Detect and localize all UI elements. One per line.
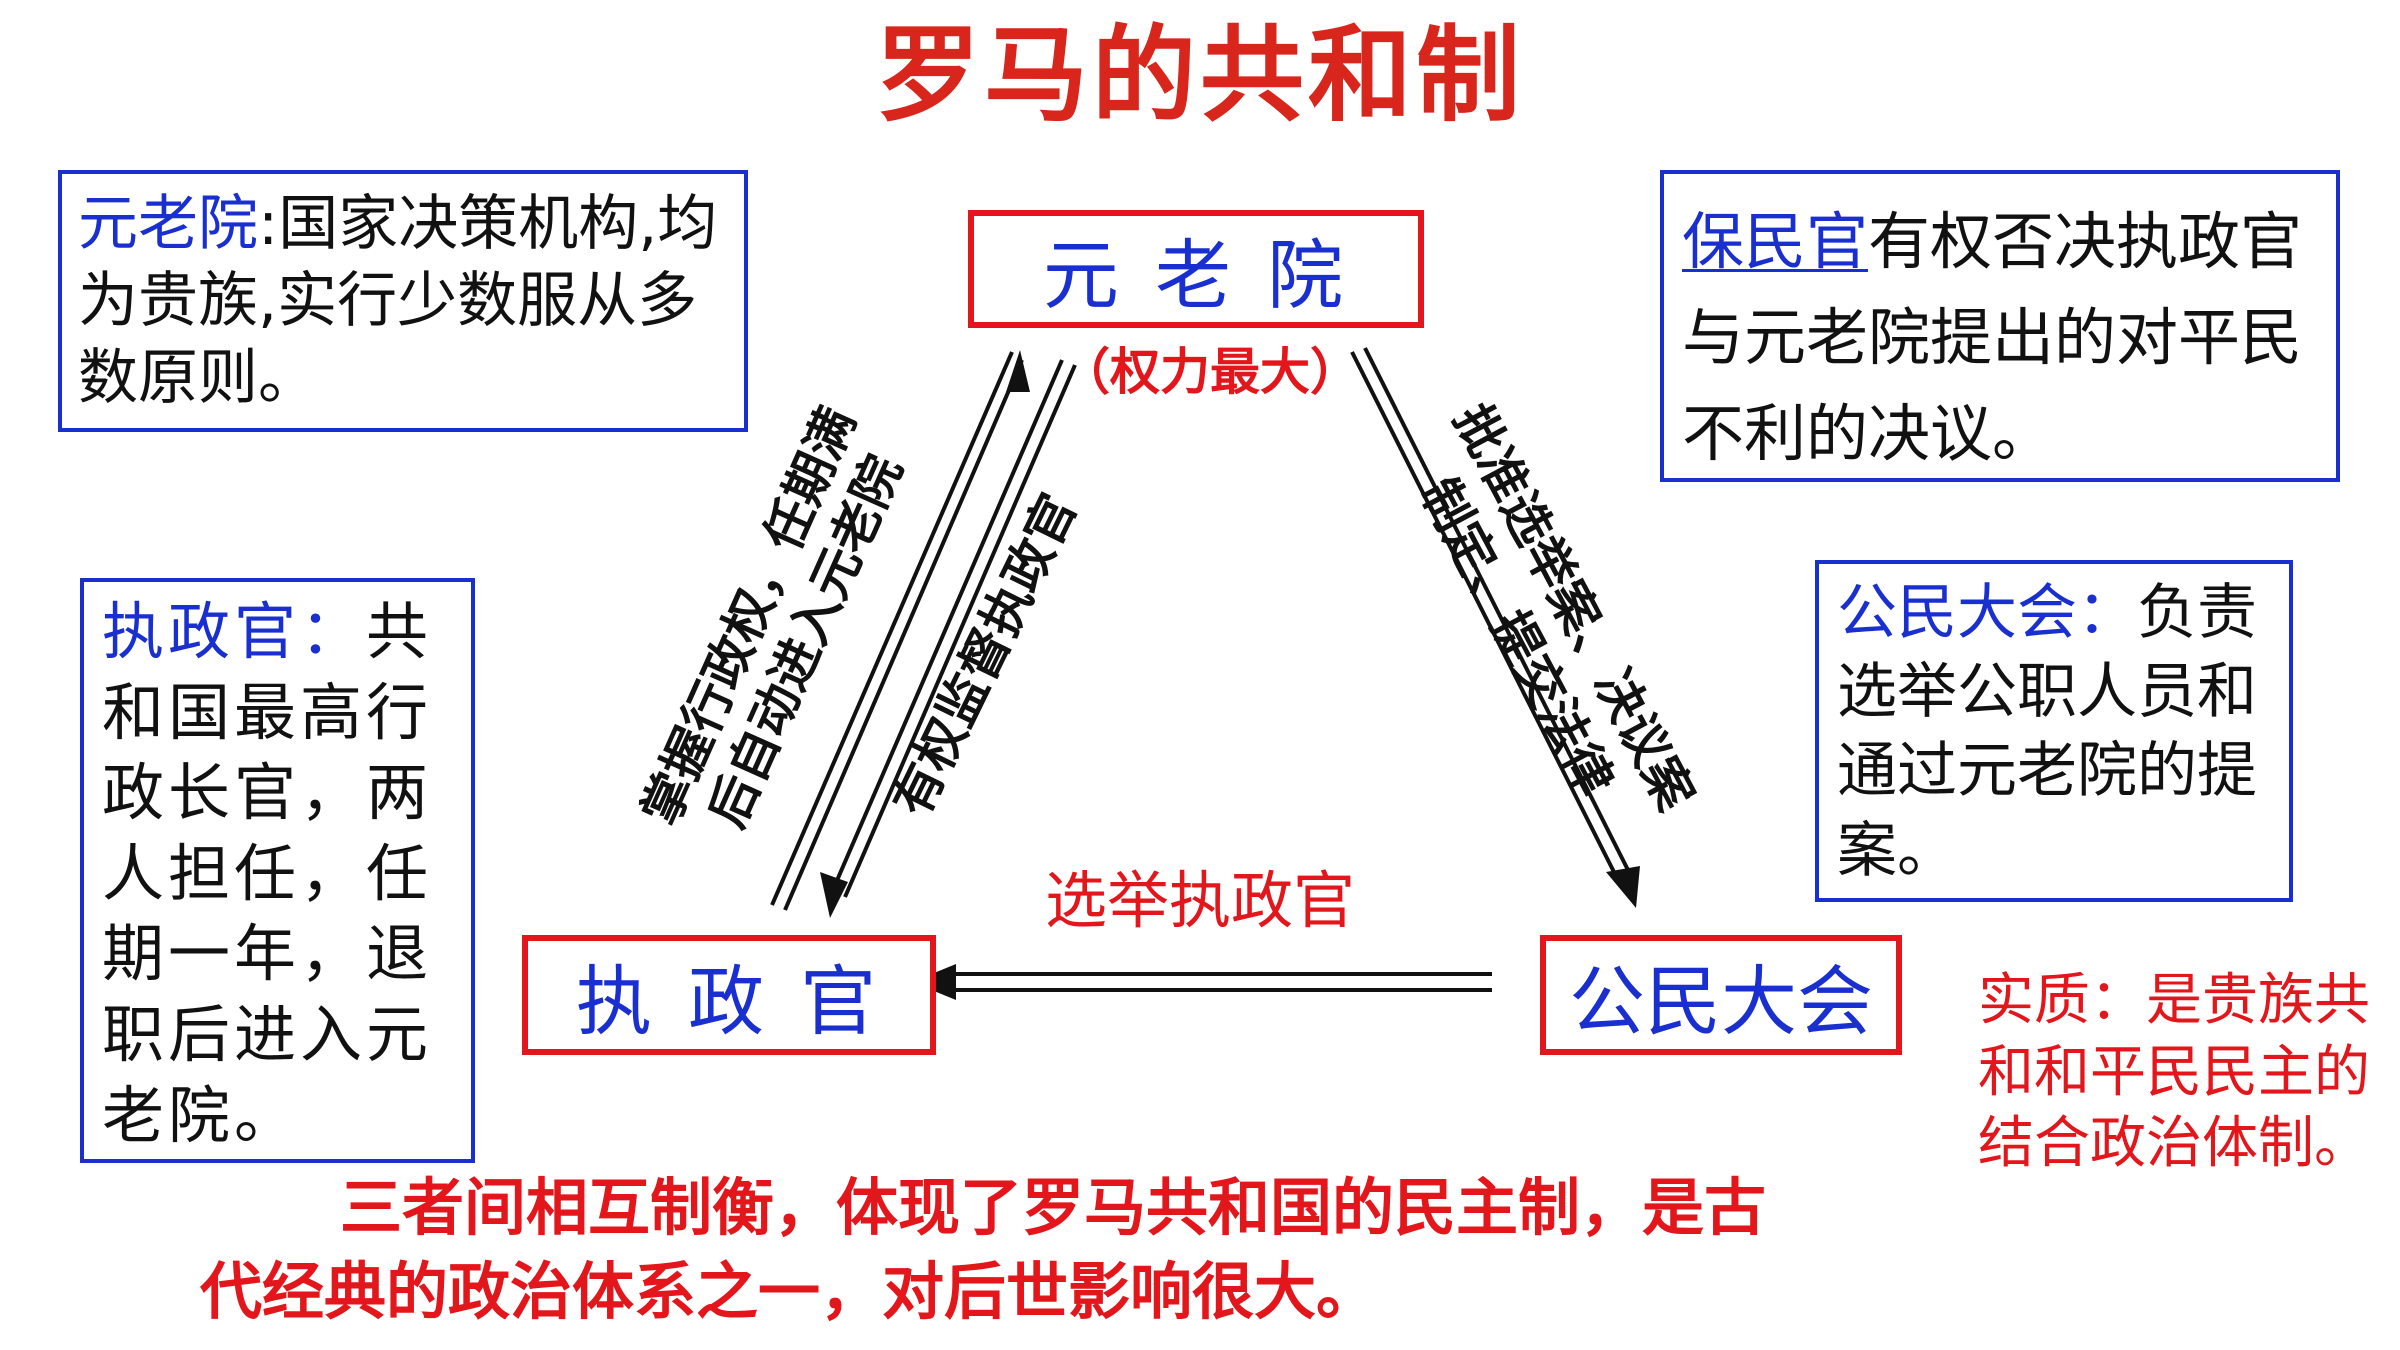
info-assembly: 公民大会：负责选举公职人员和通过元老院的提案。 (1815, 560, 2293, 902)
info-assembly-text: 负责选举公职人员和通过元老院的提案。 (1837, 578, 2257, 886)
info-consul: 执政官：共和国最高行政长官，两人担任，任期一年，退职后进入元老院。 (80, 578, 475, 1163)
info-tribune: 保民官有权否决执政官与元老院提出的对平民不利的决议。 (1660, 170, 2340, 482)
info-senate-sep: : (258, 189, 279, 259)
essence-note: 实质：是贵族共和和平民民主的结合政治体制。 (1978, 968, 2370, 1177)
node-senate-note: （权力最大） (1060, 343, 1360, 401)
node-senate: 元 老 院 (968, 210, 1424, 328)
info-consul-text: 共和国最高行政长官，两人担任，任期一年，退职后进入元老院。 (102, 595, 433, 1152)
arrow-senate-to-consul (820, 359, 1077, 918)
node-assembly-label: 公民大会 (1569, 957, 1873, 1046)
node-assembly: 公民大会 (1540, 935, 1902, 1055)
info-senate-text: 国家决策机构,均为贵族,实行少数服从多数原则。 (78, 189, 718, 413)
arrow-assembly-to-consul (912, 964, 1492, 1000)
info-senate: 元老院:国家决策机构,均为贵族,实行少数服从多数原则。 (58, 170, 748, 432)
info-consul-sep: ： (300, 595, 367, 668)
edge-label-assembly-to-consul: 选举执政官 (1044, 864, 1355, 937)
info-tribune-text: 有权否决执政官与元老院提出的对平民不利的决议。 (1682, 205, 2303, 471)
info-assembly-term: 公民大会 (1837, 578, 2077, 648)
info-consul-term: 执政官 (102, 595, 301, 668)
arrow-consul-to-senate (770, 350, 1030, 911)
conclusion-line1: 三者间相互制衡，体现了罗马共和国的民主制，是古 (340, 1171, 1767, 1244)
info-tribune-term: 保民官 (1682, 205, 1869, 278)
info-senate-term: 元老院 (78, 189, 258, 259)
info-assembly-sep: ： (2077, 578, 2137, 648)
node-consul: 执 政 官 (522, 935, 936, 1055)
page-title: 罗马的共和制 (875, 14, 1524, 136)
arrow-senate-to-assembly (1350, 347, 1640, 908)
node-consul-label: 执 政 官 (575, 957, 883, 1046)
conclusion-line2: 代经典的政治体系之一，对后世影响很大。 (200, 1255, 1379, 1328)
node-senate-label: 元 老 院 (1042, 231, 1350, 320)
